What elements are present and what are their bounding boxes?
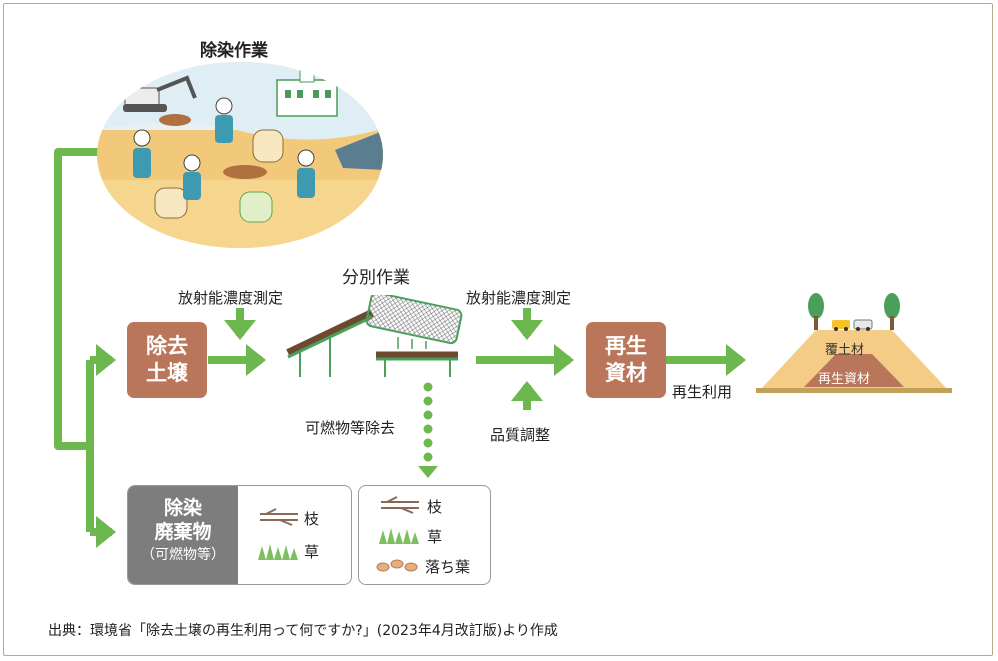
grass-icon — [258, 544, 298, 560]
decon-illustration — [97, 62, 383, 248]
measure-label-left: 放射能濃度測定 — [178, 289, 284, 307]
waste-item-branch: 枝 — [304, 510, 320, 528]
recycled-material-box: 再生 資材 — [586, 322, 666, 398]
removed-soil-line1: 除去 — [146, 334, 188, 358]
grass-icon — [379, 528, 419, 544]
branch-icon — [381, 496, 419, 514]
quality-adjust-label: 品質調整 — [490, 426, 551, 444]
waste-sub: （可燃物等） — [141, 547, 225, 563]
sorted-items-box: 枝 草 落ち葉 — [358, 485, 491, 585]
sorting-machine-illustration — [286, 295, 463, 377]
sorted-item-leaves: 落ち葉 — [425, 558, 471, 576]
recycled-line2: 資材 — [605, 361, 647, 385]
removed-soil-box: 除去 土壌 — [127, 322, 207, 398]
embankment-illustration — [756, 293, 952, 393]
recycled-line1: 再生 — [605, 334, 647, 358]
decon-waste-box: 除染 廃棄物 （可燃物等） 枝 草 — [127, 485, 352, 585]
tree-icon — [884, 293, 900, 330]
dotted-removal-arrow — [418, 382, 438, 478]
waste-item-grass: 草 — [304, 543, 320, 561]
embankment-inner-label: 再生資材 — [818, 372, 871, 387]
branch-icon — [260, 508, 298, 526]
measure-label-right: 放射能濃度測定 — [466, 289, 572, 307]
car-icon — [832, 320, 850, 331]
source-caption: 出典：環境省「除去土壌の再生利用って何ですか?」(2023年4月改訂版)より作成 — [48, 623, 558, 639]
car-icon — [853, 319, 873, 331]
sorted-item-grass: 草 — [427, 528, 443, 546]
sorting-title: 分別作業 — [342, 268, 410, 288]
decon-title: 除染作業 — [200, 41, 268, 61]
decon-waste-panel: 除染 廃棄物 （可燃物等） — [128, 486, 238, 584]
waste-line2: 廃棄物 — [154, 521, 212, 543]
reuse-label: 再生利用 — [672, 383, 733, 401]
leaves-icon — [376, 559, 418, 572]
tree-icon — [808, 293, 824, 330]
combustibles-removal-label: 可燃物等除去 — [305, 419, 396, 437]
removed-soil-line2: 土壌 — [146, 361, 188, 385]
embankment-top-label: 覆土材 — [825, 343, 865, 358]
sorted-item-branch: 枝 — [427, 498, 443, 516]
waste-line1: 除染 — [163, 497, 202, 519]
